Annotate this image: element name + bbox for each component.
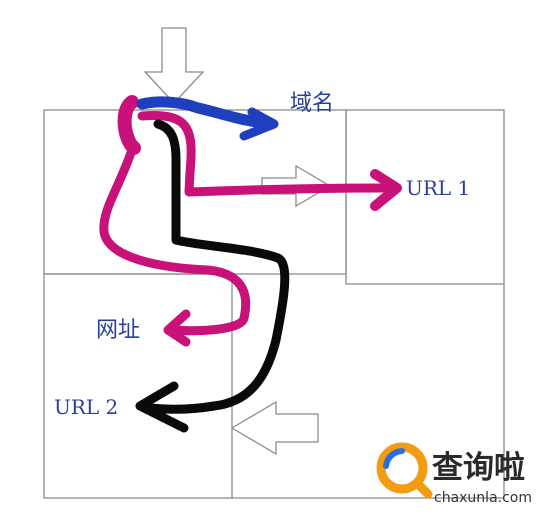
black-path <box>135 119 290 433</box>
watermark-logo: 查询啦 chaxunla.com <box>376 442 532 506</box>
top-right-box <box>345 109 505 285</box>
hollow-arrow-down-icon <box>143 27 205 104</box>
bottom-right-box <box>232 284 505 499</box>
blue-path <box>136 96 279 141</box>
watermark-title: 查询啦 <box>432 450 525 486</box>
magnifier-logo-icon <box>376 442 433 499</box>
bottom-left-box <box>43 273 233 499</box>
magenta-path <box>99 95 402 347</box>
hollow-arrow-left-icon <box>230 400 319 456</box>
label-url-1: URL 1 <box>406 176 470 200</box>
label-domain: 域名 <box>290 91 334 116</box>
label-website: 网址 <box>96 318 140 343</box>
label-url-2: URL 2 <box>54 395 118 419</box>
watermark-site: chaxunla.com <box>434 490 532 506</box>
